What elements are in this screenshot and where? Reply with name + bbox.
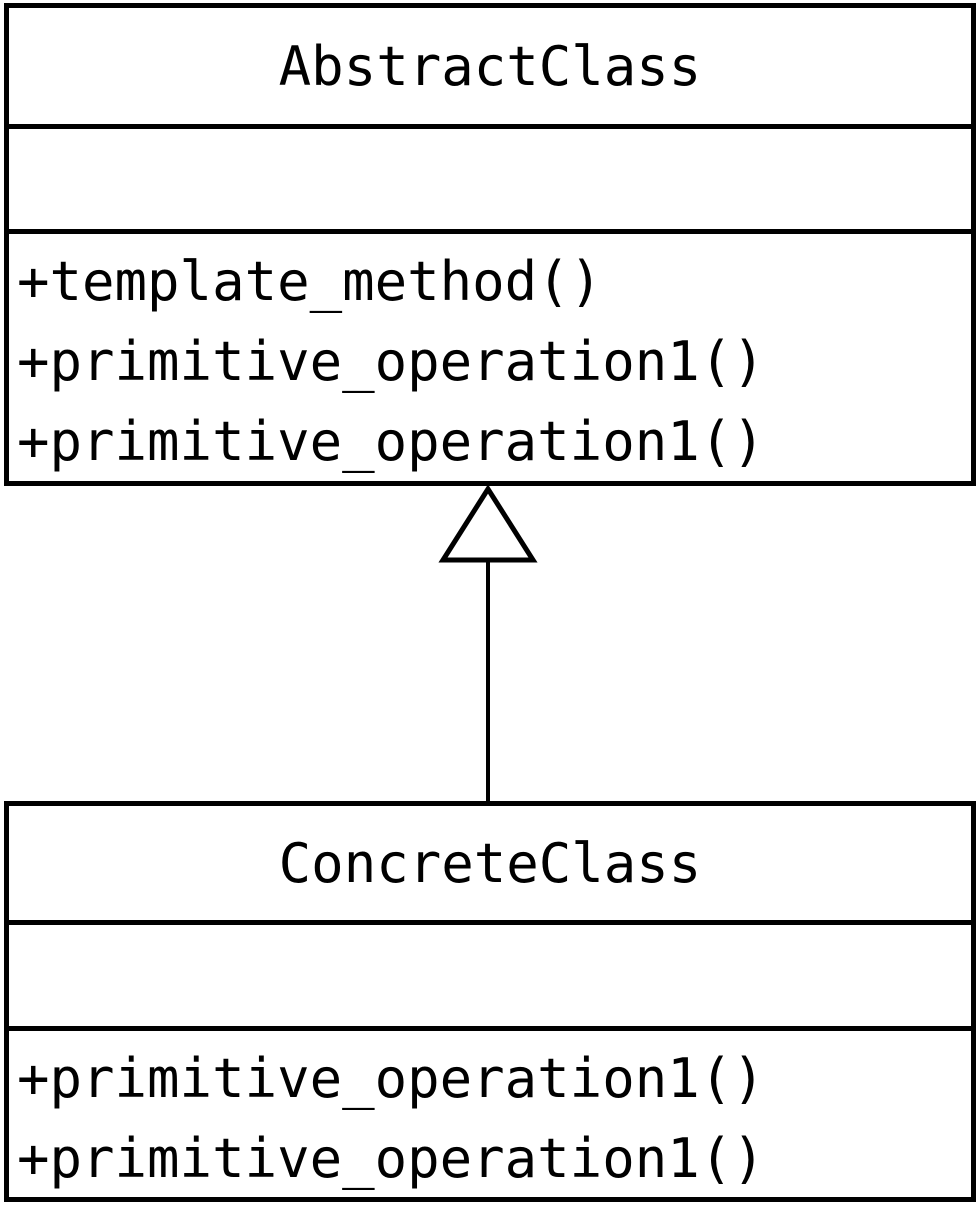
operation-item: +primitive_operation1(): [17, 330, 765, 393]
class-name: AbstractClass: [278, 34, 702, 98]
attributes-compartment: [9, 925, 971, 1031]
class-name-compartment: AbstractClass: [9, 8, 971, 129]
operation-item: +primitive_operation1(): [17, 410, 765, 473]
operation-item: +primitive_operation1(): [17, 1047, 765, 1110]
operations-compartment: +primitive_operation1() +primitive_opera…: [9, 1031, 971, 1197]
hollow-triangle-arrowhead: [438, 484, 538, 563]
attributes-compartment: [9, 129, 971, 234]
class-name-compartment: ConcreteClass: [9, 806, 971, 925]
class-name: ConcreteClass: [278, 831, 702, 895]
concrete-class-box: ConcreteClass +primitive_operation1() +p…: [4, 801, 976, 1202]
operations-compartment: +template_method() +primitive_operation1…: [9, 234, 971, 481]
abstract-class-box: AbstractClass +template_method() +primit…: [4, 3, 976, 486]
operation-item: +template_method(): [17, 250, 603, 313]
operation-item: +primitive_operation1(): [17, 1127, 765, 1190]
